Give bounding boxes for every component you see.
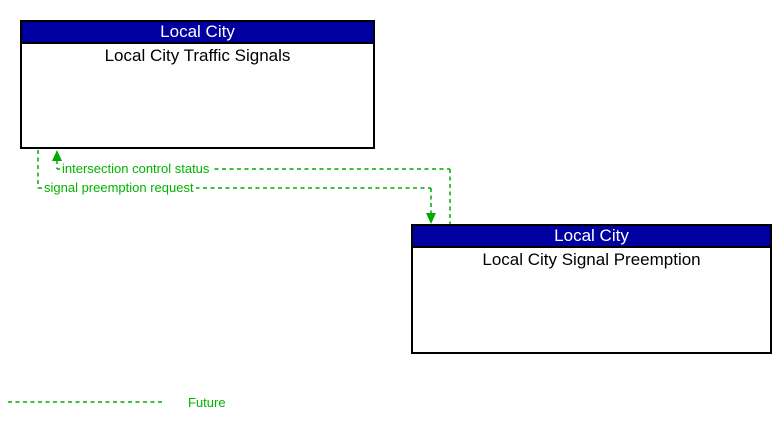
flow-label-intersection-control-status[interactable]: intersection control status bbox=[60, 161, 212, 176]
entity-box-signal-preemption[interactable]: Local City Local City Signal Preemption bbox=[411, 224, 772, 354]
flow-label-signal-preemption-request[interactable]: signal preemption request bbox=[42, 180, 196, 195]
arrowhead-up-into-traffic-signals-icon bbox=[52, 150, 62, 161]
entity-header-traffic-signals: Local City bbox=[22, 22, 373, 44]
entity-title-traffic-signals: Local City Traffic Signals bbox=[104, 46, 291, 65]
entity-header-label: Local City bbox=[554, 226, 629, 245]
entity-header-label: Local City bbox=[160, 22, 235, 41]
entity-body-traffic-signals: Local City Traffic Signals bbox=[22, 44, 373, 66]
entity-header-signal-preemption: Local City bbox=[413, 226, 770, 248]
entity-title-signal-preemption: Local City Signal Preemption bbox=[482, 250, 701, 269]
legend-label-future: Future bbox=[188, 395, 226, 410]
arrowhead-down-into-signal-preemption-icon bbox=[426, 213, 436, 224]
entity-box-traffic-signals[interactable]: Local City Local City Traffic Signals bbox=[20, 20, 375, 149]
flow-intersection-control-status bbox=[52, 150, 451, 224]
entity-body-signal-preemption: Local City Signal Preemption bbox=[413, 248, 770, 270]
flow-signal-preemption-request bbox=[37, 150, 436, 224]
